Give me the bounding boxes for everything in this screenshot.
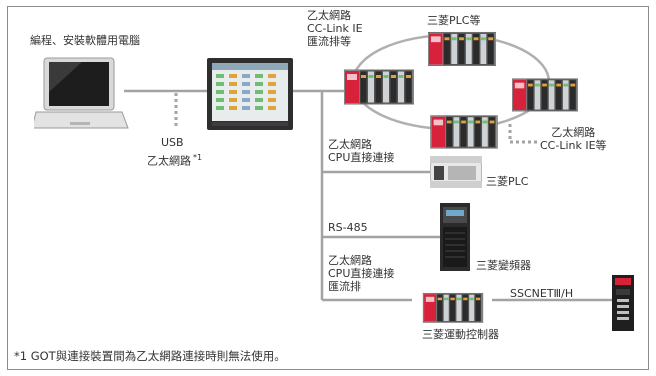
plc-top-label: 三菱PLC等 — [427, 14, 481, 27]
footnote: *1 GOT與連接裝置間為乙太網路連接時則無法使用。 — [14, 349, 286, 363]
bus-group-label: 乙太網路 CPU直接連接 匯流排 — [328, 254, 395, 293]
usb-note-marker: *1 — [193, 153, 203, 162]
plc-compact-icon — [430, 156, 482, 188]
inverter-label: 三菱變頻器 — [476, 259, 531, 272]
plc-rack-right-icon — [512, 78, 578, 112]
servo-amplifier-icon — [612, 275, 634, 331]
usb-ethernet-text: 乙太網路 — [147, 154, 191, 168]
cpu-direct-label: 乙太網路 CPU直接連接 — [328, 138, 395, 164]
laptop-icon — [34, 57, 129, 129]
plc-rack-top-icon — [428, 31, 496, 66]
ring-bottom-label: 乙太網路 CC-Link IE等 — [540, 126, 607, 152]
plc-rack-left-icon — [344, 69, 414, 105]
motion-label: 三菱運動控制器 — [422, 328, 499, 341]
pc-label: 編程、安裝軟體用電腦 — [30, 34, 140, 47]
plc-rack-bottom-icon — [430, 115, 498, 149]
plc-mid-label: 三菱PLC — [486, 175, 529, 188]
usb-label: USB — [161, 136, 184, 149]
got-panel-icon — [207, 58, 293, 130]
motion-controller-icon — [422, 292, 484, 323]
sscnet-label: SSCNETⅢ/H — [510, 287, 574, 300]
rs485-label: RS-485 — [328, 221, 368, 234]
inverter-icon — [440, 203, 470, 271]
usb-ethernet-label: 乙太網路*1 — [147, 151, 202, 168]
network-top-label: 乙太網路 CC-Link IE 匯流排等 — [307, 9, 363, 48]
